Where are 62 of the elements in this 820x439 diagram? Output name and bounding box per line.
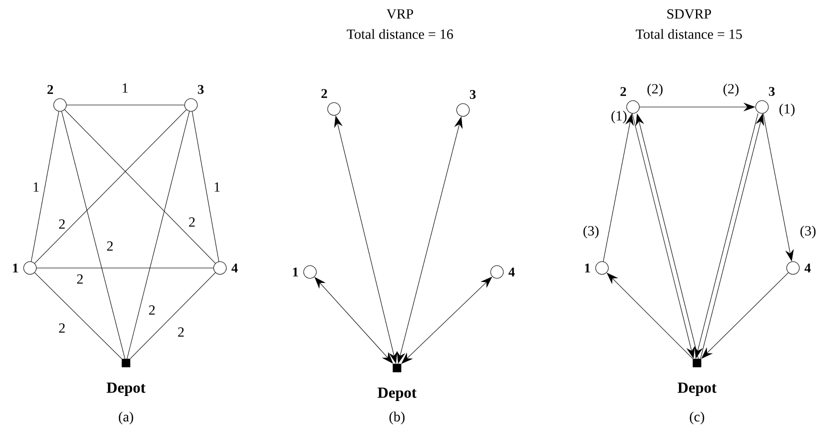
node-label: 1 (585, 264, 590, 272)
total-distance: Total distance = 15 (636, 29, 742, 39)
node-label: 3 (198, 84, 204, 94)
panel-label: (c) (690, 412, 704, 424)
customer-node: 3 (755, 86, 775, 114)
node-label: 2 (321, 89, 328, 98)
edge-line (30, 111, 60, 262)
node-label: Depot (378, 388, 417, 401)
edge-label: 1 (214, 182, 220, 192)
node-label: 4 (232, 264, 238, 272)
demand-label: (3) (583, 226, 599, 238)
edge-label: 2 (189, 217, 195, 227)
node-label: Depot (106, 382, 146, 396)
demand-label: (1) (779, 104, 795, 116)
node-label: 3 (470, 90, 476, 99)
node-label: 2 (620, 87, 626, 96)
node-label: 1 (13, 264, 18, 272)
depot-node: Depot (378, 364, 417, 401)
node-label: Depot (678, 382, 717, 396)
customer-node: 3 (456, 90, 476, 117)
customer-node: 3 (184, 84, 204, 112)
demand-label: (2) (647, 84, 663, 96)
node-label: 1 (293, 268, 298, 276)
customer-node: 1 (585, 261, 609, 275)
edge-line (61, 111, 126, 359)
panel-title: SDVRP (667, 9, 711, 19)
edge-label: 1 (34, 182, 39, 192)
edge-label: 2 (178, 327, 184, 337)
customer-node: 1 (293, 265, 317, 279)
edge-line (34, 109, 187, 264)
edge-label: 2 (59, 323, 65, 333)
total-distance: Total distance = 16 (346, 29, 454, 39)
panel-title: VRP (386, 9, 414, 19)
edge-label: 1 (122, 83, 128, 93)
panel-label: (b) (389, 412, 405, 424)
edge-line (64, 109, 216, 264)
edge-line (130, 272, 216, 359)
arrow (606, 272, 694, 359)
customer-node: 1 (13, 261, 37, 275)
customer-node: 2 (47, 85, 67, 112)
demand-label: (2) (723, 84, 739, 96)
edge-line (192, 111, 220, 262)
edge-label: 2 (59, 219, 65, 229)
customer-node: 4 (490, 265, 515, 279)
node-label: 4 (508, 268, 515, 276)
depot-node: Depot (106, 358, 146, 396)
demand-label: (1) (611, 110, 627, 124)
customer-node: 4 (213, 261, 238, 275)
edge-label: 2 (149, 305, 155, 315)
customer-node: 4 (786, 261, 811, 275)
edge-line (66, 104, 185, 106)
node-label: 2 (47, 85, 54, 94)
edge-line (126, 111, 190, 359)
demand-label: (3) (800, 226, 816, 238)
node-label: 4 (804, 264, 811, 272)
depot-node: Depot (678, 358, 717, 396)
edge-label: 2 (77, 274, 83, 284)
panel-label: (a) (118, 412, 134, 424)
edge-line (34, 272, 122, 360)
node-label: 3 (768, 86, 775, 96)
customer-node: 2 (321, 89, 341, 116)
edge-label: 2 (107, 241, 113, 251)
